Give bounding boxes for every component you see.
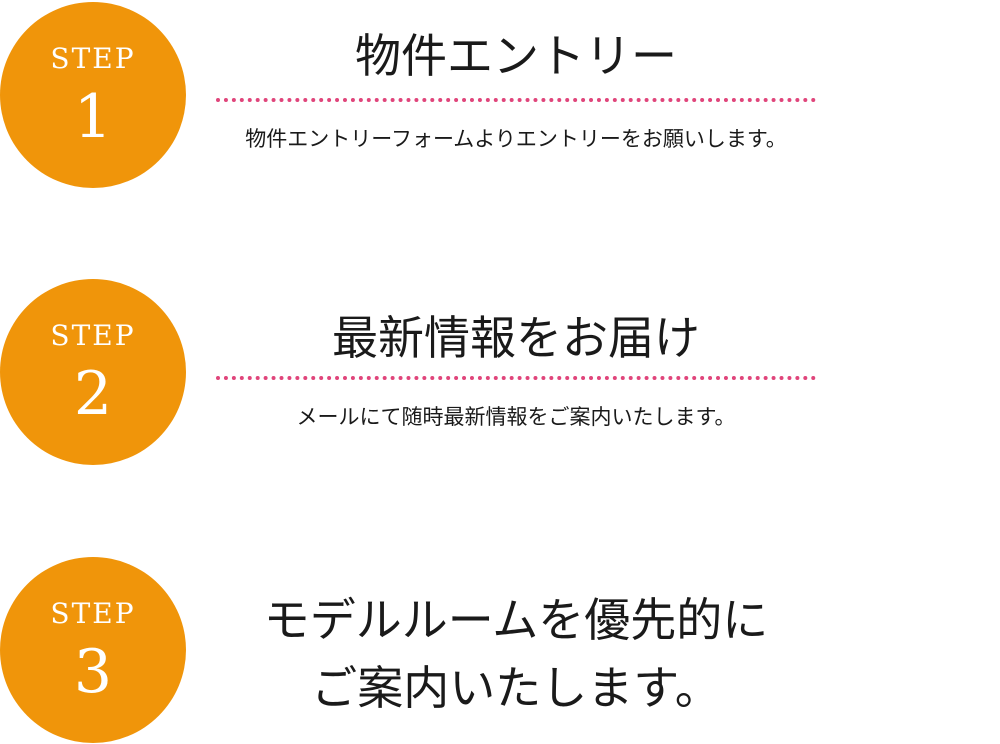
step-3-badge-label: STEP — [50, 597, 136, 630]
step-1-badge: STEP 1 — [0, 2, 186, 188]
step-2-description: メールにて随時最新情報をご案内いたします。 — [296, 405, 736, 429]
step-2-dotted-divider — [216, 376, 816, 380]
step-2-title: 最新情報をお届け — [332, 311, 700, 365]
step-3-title-line-1: モデルルームを優先的に — [263, 593, 769, 647]
step-2-badge: STEP 2 — [0, 279, 186, 465]
step-1-badge-number: 1 — [73, 82, 113, 152]
step-3-badge: STEP 3 — [0, 557, 186, 743]
step-2: STEP 2 最新情報をお届け メールにて随時最新情報をご案内いたします。 — [0, 279, 816, 465]
step-2-badge-label: STEP — [50, 319, 136, 352]
step-3-title: モデルルームを優先的に ご案内いたします。 — [196, 586, 836, 722]
step-1: STEP 1 物件エントリー 物件エントリーフォームよりエントリーをお願いします… — [0, 0, 1000, 200]
step-3-badge-number: 3 — [73, 637, 113, 707]
step-1-description: 物件エントリーフォームよりエントリーをお願いします。 — [245, 127, 787, 151]
step-1-title: 物件エントリー — [355, 29, 677, 83]
step-3-title-line-2: ご案内いたします。 — [311, 661, 721, 715]
step-1-dotted-divider — [216, 98, 816, 102]
step-2-badge-number: 2 — [73, 359, 113, 429]
step-1-badge-label: STEP — [50, 42, 136, 75]
